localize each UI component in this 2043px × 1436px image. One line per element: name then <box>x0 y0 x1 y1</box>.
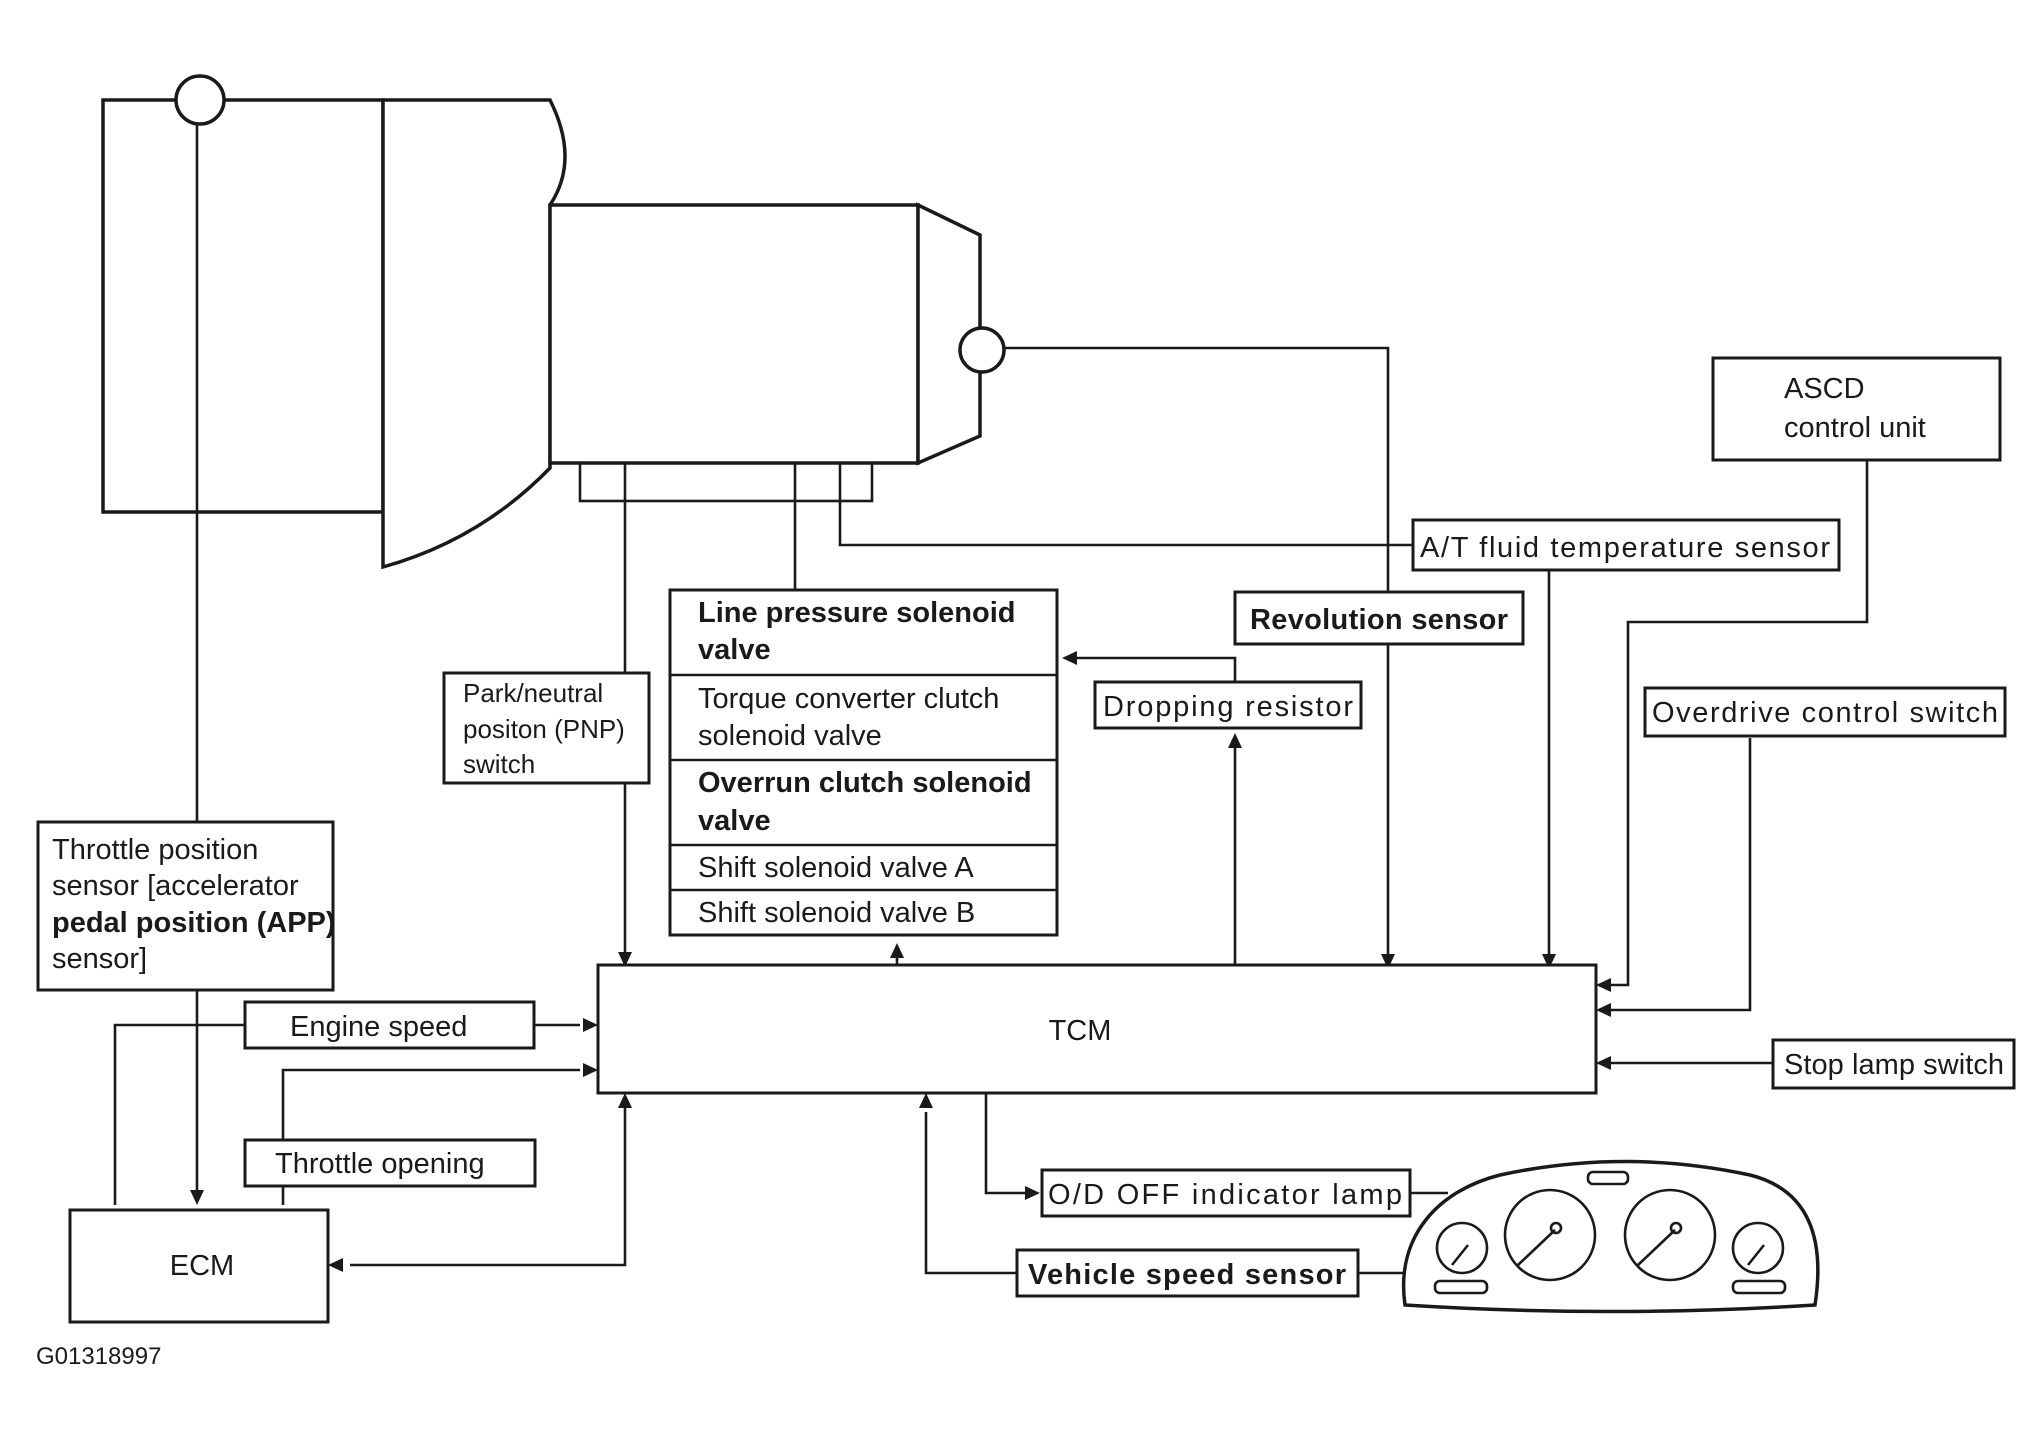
engine-speed-label: Engine speed <box>290 1011 467 1043</box>
od-off-indicator-lamp-box: O/D OFF indicator lamp <box>1040 1168 1412 1218</box>
instrument-cluster <box>1401 1159 1820 1314</box>
engine-sensor-circle <box>174 74 226 126</box>
ecm-label: ECM <box>170 1250 234 1282</box>
arrow-od-switch-to-tcm <box>1596 1003 1611 1017</box>
engine-speed-box: Engine speed <box>243 1000 536 1050</box>
arrow-tcm-to-od-lamp <box>1025 1186 1040 1200</box>
ascd-label-line-2: control unit <box>1784 412 1926 444</box>
throttle-opening-label: Throttle opening <box>275 1148 485 1180</box>
pnp-switch-label-line-2: positon (PNP) <box>463 714 625 744</box>
arrowheads <box>190 651 1611 1272</box>
dropping-resistor-box: Dropping resistor <box>1093 680 1363 730</box>
pnp-switch-box: Park/neutral positon (PNP) switch <box>442 671 651 785</box>
solenoid-valve-stack: Line pressure solenoid valve Torque conv… <box>668 588 1059 937</box>
pnp-switch-label-line-1: Park/neutral <box>463 678 603 708</box>
arrow-rev-to-tcm <box>1381 954 1395 969</box>
transmission-illustration <box>101 74 1006 570</box>
arrow-engine-speed <box>583 1018 598 1032</box>
od-off-indicator-lamp-label: O/D OFF indicator lamp <box>1048 1179 1402 1211</box>
tachometer-gauge <box>1623 1188 1717 1282</box>
vehicle-speed-sensor-label: Vehicle speed sensor <box>1028 1259 1346 1291</box>
revolution-sensor-box: Revolution sensor <box>1233 590 1525 646</box>
ascd-control-unit-box: ASCD control unit <box>1711 356 2002 462</box>
transmission-case <box>548 203 920 465</box>
solenoid-harness-bracket <box>578 461 874 503</box>
throttle-position-sensor-box: Throttle position sensor [accelerator pe… <box>36 820 336 992</box>
overdrive-control-switch-box: Overdrive control switch <box>1643 686 2007 738</box>
arrow-tcm-to-ecm <box>328 1258 343 1272</box>
arrow-tps-to-ecm <box>190 1190 204 1205</box>
overrun-clutch-solenoid-label-1: Overrun clutch solenoid <box>698 767 1032 799</box>
stop-lamp-switch-box: Stop lamp switch <box>1771 1038 2016 1090</box>
fluid-temperature-sensor-label: A/T fluid temperature sensor <box>1420 532 1830 564</box>
overdrive-control-switch-label: Overdrive control switch <box>1652 697 1998 729</box>
bell-housing <box>381 98 567 570</box>
arrow-temp-to-tcm <box>1542 954 1556 969</box>
cluster-top-lamp <box>1586 1170 1630 1186</box>
tps-label-line-3: pedal position (APP) <box>52 907 336 939</box>
line-pressure-solenoid-label-2: valve <box>698 634 771 666</box>
arrow-pnp-to-tcm <box>618 952 632 967</box>
shift-solenoid-a-label: Shift solenoid valve A <box>698 852 974 884</box>
tps-label-line-1: Throttle position <box>52 834 258 866</box>
revolution-sensor-circle <box>958 326 1006 374</box>
cluster-housing <box>1401 1159 1820 1314</box>
tcm-label: TCM <box>1049 1015 1112 1047</box>
dropping-resistor-label: Dropping resistor <box>1103 691 1353 723</box>
speedometer-gauge <box>1503 1188 1597 1282</box>
line-pressure-solenoid-label-1: Line pressure solenoid <box>698 597 1015 629</box>
arrow-ascd-to-tcm <box>1596 978 1611 992</box>
figure-id-label: G01318997 <box>36 1343 161 1370</box>
temperature-gauge <box>1731 1221 1785 1275</box>
fuel-gauge <box>1435 1221 1489 1275</box>
arrow-ecm-to-tcm <box>618 1093 632 1108</box>
shift-solenoid-b-label: Shift solenoid valve B <box>698 897 975 929</box>
tcc-solenoid-label-2: solenoid valve <box>698 720 882 752</box>
fluid-temperature-sensor-box: A/T fluid temperature sensor <box>1411 518 1841 572</box>
arrow-throttle-opening <box>583 1063 598 1077</box>
tps-label-line-2: sensor [accelerator <box>52 870 299 902</box>
revolution-sensor-label: Revolution sensor <box>1250 604 1508 636</box>
arrow-tcm-to-solenoids <box>890 943 904 958</box>
pnp-switch-label-line-3: switch <box>463 749 535 779</box>
vehicle-speed-sensor-box: Vehicle speed sensor <box>1015 1248 1360 1298</box>
overrun-clutch-solenoid-label-2: valve <box>698 805 771 837</box>
arrow-tcm-to-resistor <box>1228 733 1242 748</box>
tcm-box: TCM <box>596 963 1598 1095</box>
engine-block <box>101 98 385 514</box>
arrow-stop-lamp-to-tcm <box>1596 1056 1611 1070</box>
throttle-opening-box: Throttle opening <box>243 1138 537 1188</box>
arrow-resistor-to-solenoid <box>1062 651 1077 665</box>
ascd-label-line-1: ASCD <box>1784 373 1865 405</box>
tps-label-line-4: sensor] <box>52 943 147 975</box>
tcc-solenoid-label-1: Torque converter clutch <box>698 683 999 715</box>
arrow-vss-to-tcm <box>919 1093 933 1108</box>
ecm-box: ECM <box>68 1208 330 1324</box>
stop-lamp-switch-label: Stop lamp switch <box>1784 1049 2004 1081</box>
extension-housing <box>916 202 982 466</box>
